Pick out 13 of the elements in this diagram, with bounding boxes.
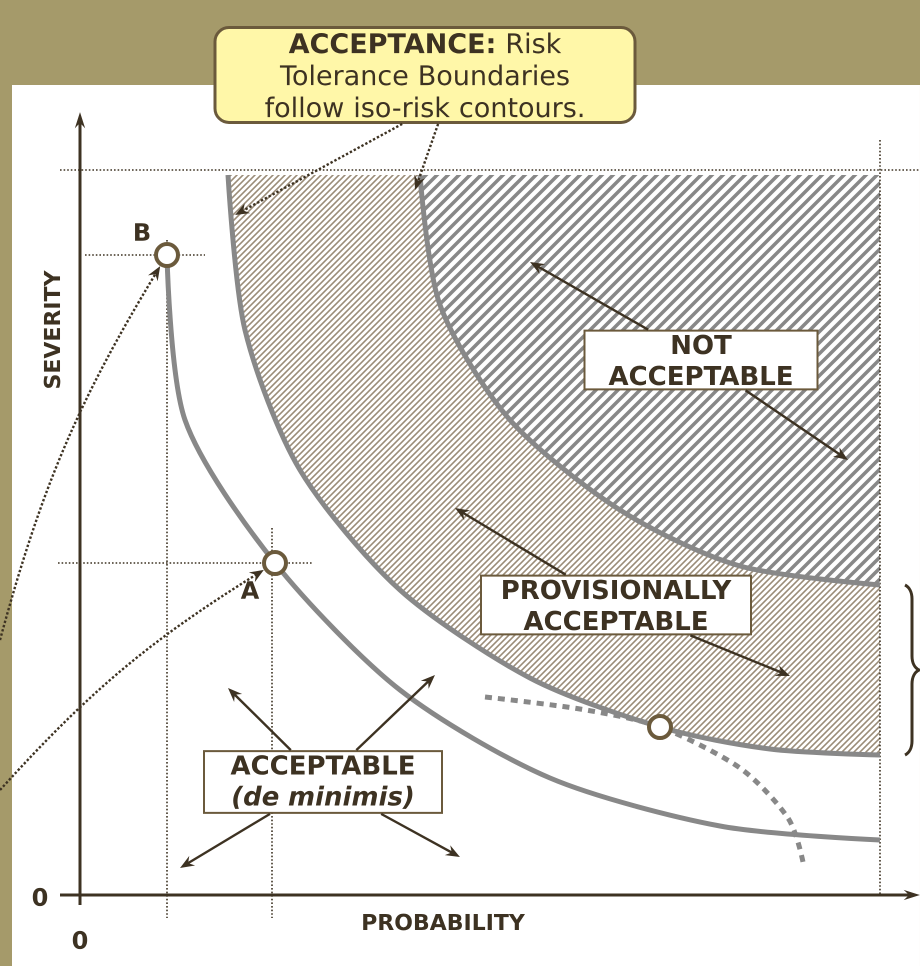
point-label: B (135, 223, 150, 241)
callout-box: ACCEPTANCE: Risk Tolerance Boundaries follow iso-risk contours. (214, 26, 636, 124)
axis-tick-label: 0 (32, 888, 48, 906)
point-marker (154, 242, 180, 268)
region-label-box: PROVISIONALLY ACCEPTABLE (480, 574, 752, 636)
point-marker (647, 714, 673, 740)
axis-label: PROBABILITY (363, 914, 526, 930)
region-label-box: ACCEPTABLE (de minimis) (203, 750, 443, 814)
region-label-box: NOT ACCEPTABLE (584, 330, 818, 390)
axis-tick-label: 0 (72, 930, 88, 950)
point-marker (262, 550, 288, 576)
axis-label: SEVERITY (44, 270, 60, 388)
point-label: A (240, 581, 260, 599)
